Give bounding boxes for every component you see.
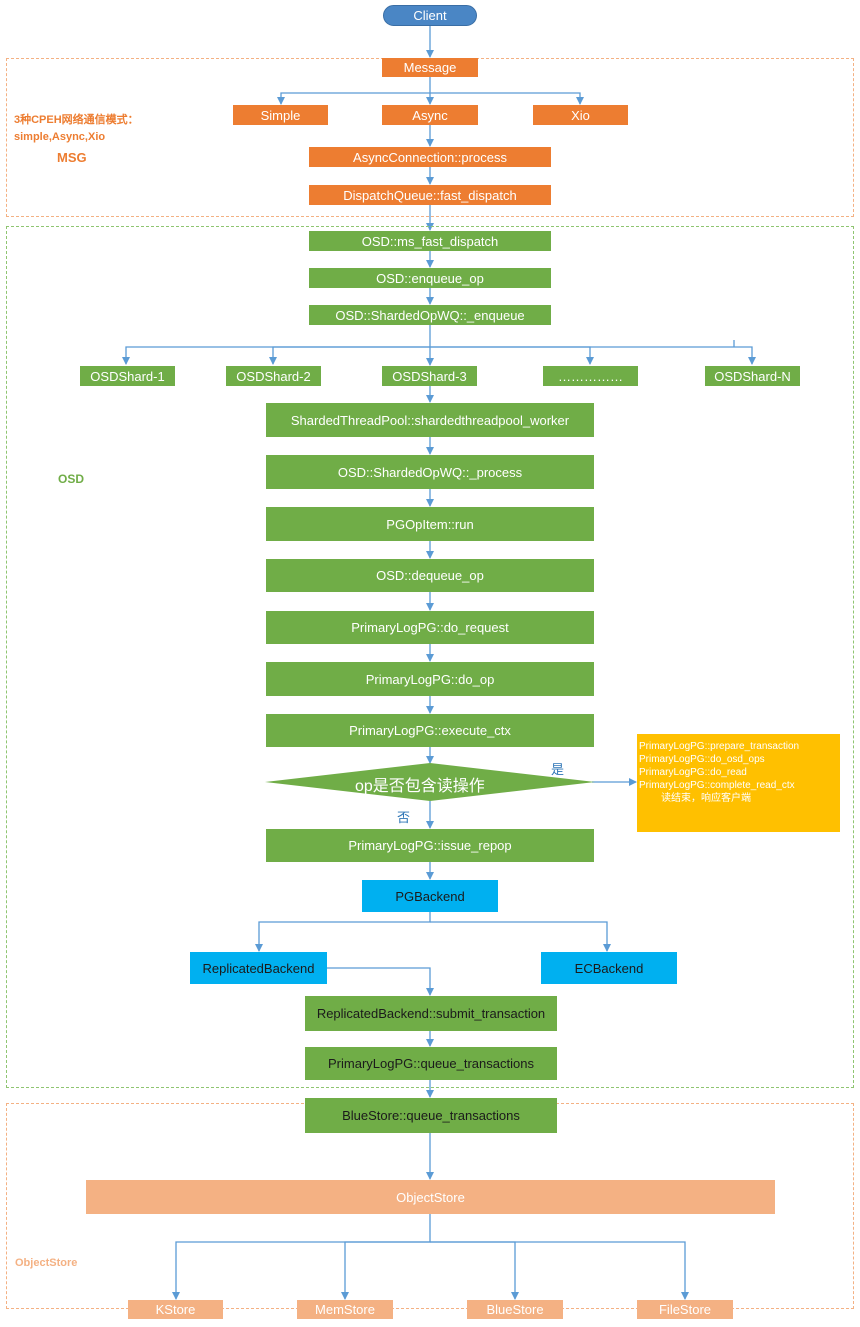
no-label: 否 xyxy=(397,810,411,825)
read-path-note: PrimaryLogPG::prepare_transaction Primar… xyxy=(637,734,840,832)
step-node: PGOpItem::run xyxy=(266,507,594,541)
read-step: PrimaryLogPG::prepare_transaction xyxy=(639,741,800,752)
osd-shard-node: OSDShard-1 xyxy=(80,366,175,386)
message-node: Message xyxy=(382,58,478,77)
simple-node: Simple xyxy=(233,105,328,125)
step-node: OSD::dequeue_op xyxy=(266,559,594,592)
store-node: KStore xyxy=(128,1300,223,1319)
decision-text: op是否包含读操作 xyxy=(355,778,485,795)
step-node: PrimaryLogPG::do_request xyxy=(266,611,594,644)
msg-label: MSG xyxy=(57,150,87,165)
read-step: PrimaryLogPG::do_osd_ops xyxy=(639,754,765,765)
osd-label: OSD xyxy=(58,472,85,486)
osd-region xyxy=(6,226,854,1088)
decision-diamond xyxy=(265,763,595,801)
osd-shard-node: OSDShard-2 xyxy=(226,366,321,386)
step-node: PrimaryLogPG::execute_ctx xyxy=(266,714,594,747)
replicated-backend-node: ReplicatedBackend xyxy=(190,952,327,984)
async-connection-node: AsyncConnection::process xyxy=(309,147,551,167)
ec-backend-node: ECBackend xyxy=(541,952,677,984)
pg-backend-node: PGBackend xyxy=(362,880,498,912)
xio-node: Xio xyxy=(533,105,628,125)
step-node: PrimaryLogPG::do_op xyxy=(266,662,594,696)
async-node: Async xyxy=(382,105,478,125)
sharded-enqueue-node: OSD::ShardedOpWQ::_enqueue xyxy=(309,305,551,325)
read-step: PrimaryLogPG::complete_read_ctx xyxy=(639,780,795,791)
issue-repop-node: PrimaryLogPG::issue_repop xyxy=(266,829,594,862)
store-node: FileStore xyxy=(637,1300,733,1319)
ms-fast-dispatch-node: OSD::ms_fast_dispatch xyxy=(309,231,551,251)
objectstore-node: ObjectStore xyxy=(86,1180,775,1214)
osd-shard-node: OSDShard-N xyxy=(705,366,800,386)
client-node: Client xyxy=(383,5,477,26)
read-finish-text: 读结束，响应客户端 xyxy=(661,793,751,804)
queue-transactions-node: PrimaryLogPG::queue_transactions xyxy=(305,1047,557,1080)
dispatch-queue-node: DispatchQueue::fast_dispatch xyxy=(309,185,551,205)
osd-shard-node: …………… xyxy=(543,366,638,386)
step-node: OSD::ShardedOpWQ::_process xyxy=(266,455,594,489)
submit-transaction-node: ReplicatedBackend::submit_transaction xyxy=(305,996,557,1031)
step-node: ShardedThreadPool::shardedthreadpool_wor… xyxy=(266,403,594,437)
store-node: MemStore xyxy=(297,1300,393,1319)
bluestore-queue-node: BlueStore::queue_transactions xyxy=(305,1098,557,1133)
read-step: PrimaryLogPG::do_read xyxy=(639,767,747,778)
msg-note: 3种CPEH网络通信模式：simple,Async,Xio xyxy=(14,114,139,143)
enqueue-op-node: OSD::enqueue_op xyxy=(309,268,551,288)
osd-shard-node: OSDShard-3 xyxy=(382,366,477,386)
yes-label: 是 xyxy=(551,762,565,777)
store-node: BlueStore xyxy=(467,1300,563,1319)
objectstore-label: ObjectStore xyxy=(15,1257,78,1269)
